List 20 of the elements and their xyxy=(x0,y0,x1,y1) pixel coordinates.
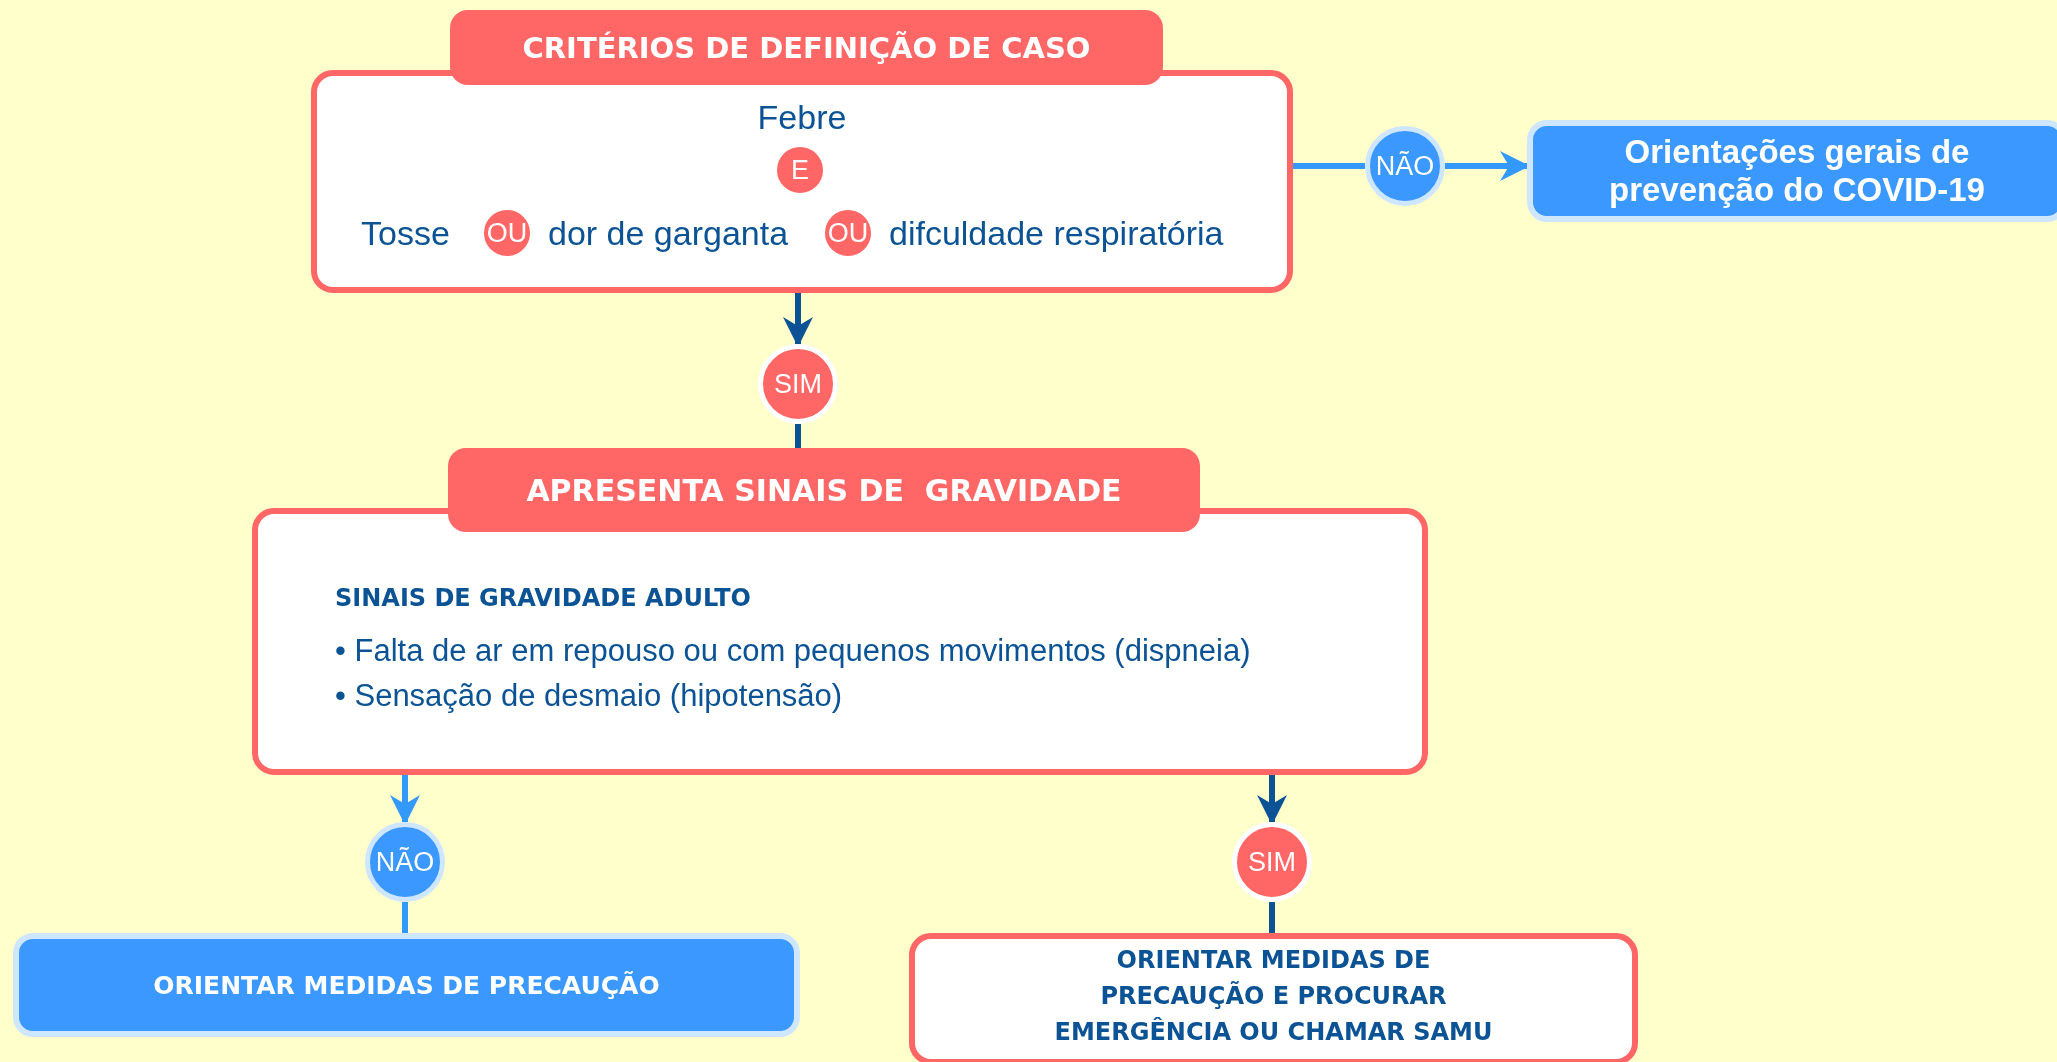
bullet-item: • Falta de ar em repouso ou com pequenos movimentos (dispneia) xyxy=(335,632,1252,670)
connector-line xyxy=(1293,163,1365,169)
label-circle: SIM xyxy=(758,344,838,424)
connector-line xyxy=(402,902,408,933)
bullet-item: • Sensação de desmaio (hipotensão) xyxy=(335,677,844,715)
action-box: ORIENTAR MEDIDAS DE PRECAUÇÃO E PROCURAR EMERGÊNCIA OU CHAMAR SAMU xyxy=(909,933,1638,1062)
label-circle: SIM xyxy=(1232,822,1312,902)
connector-line xyxy=(1269,902,1275,933)
label-circle: NÃO xyxy=(1365,126,1445,206)
subheading: SINAIS DE GRAVIDADE ADULTO xyxy=(335,584,752,614)
condition-text: Tosse xyxy=(361,212,451,254)
action-box: Orientações gerais de prevenção do COVID-19 xyxy=(1527,120,2057,222)
condition-text: dor de garganta xyxy=(548,212,790,254)
connector-line xyxy=(795,424,801,448)
heading-tab: APRESENTA SINAIS DE GRAVIDADE xyxy=(448,448,1200,532)
condition-text: difculdade respiratória xyxy=(889,212,1225,254)
heading-tab: CRITÉRIOS DE DEFINIÇÃO DE CASO xyxy=(450,10,1163,85)
action-box: ORIENTAR MEDIDAS DE PRECAUÇÃO xyxy=(13,933,800,1037)
condition-text: Febre xyxy=(756,96,848,138)
label-circle: NÃO xyxy=(365,822,445,902)
